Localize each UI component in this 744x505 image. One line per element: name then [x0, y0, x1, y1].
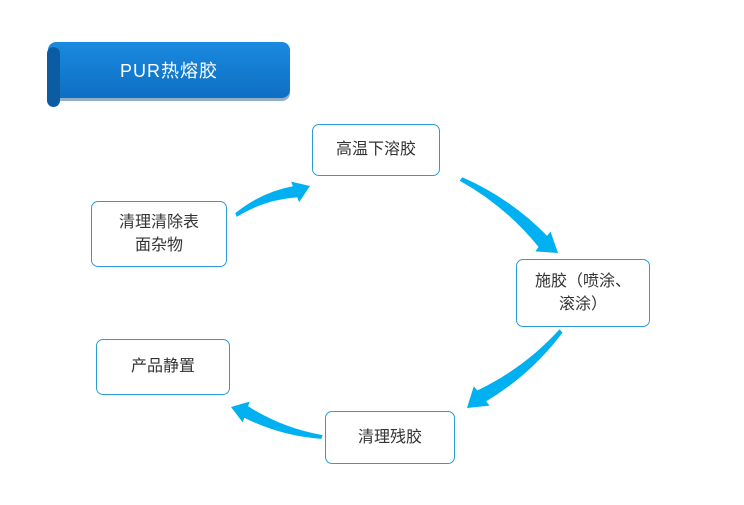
node-apply-glue: 施胶（喷涂、 滚涂） [516, 259, 650, 327]
node-apply-glue-label: 施胶（喷涂、 滚涂） [534, 272, 631, 313]
node-clean-residue-label: 清理残胶 [357, 428, 422, 446]
node-melt-glue-label: 高温下溶胶 [335, 141, 416, 159]
node-clean-surface: 清理清除表 面杂物 [91, 201, 227, 267]
node-melt-glue: 高温下溶胶 [312, 124, 440, 176]
arrow-apply-to-residue [467, 329, 563, 408]
diagram-title: PUR热熔胶 [119, 61, 218, 81]
node-product-rest-label: 产品静置 [130, 358, 195, 376]
node-clean-residue: 清理残胶 [325, 411, 455, 464]
arrow-melt-to-apply [459, 177, 558, 253]
title-banner: PUR热熔胶 [47, 42, 290, 107]
arrow-residue-to-rest [231, 401, 323, 439]
arrow-surface-to-melt [235, 181, 310, 217]
node-product-rest: 产品静置 [96, 339, 230, 395]
node-clean-surface-label: 清理清除表 面杂物 [118, 213, 199, 254]
